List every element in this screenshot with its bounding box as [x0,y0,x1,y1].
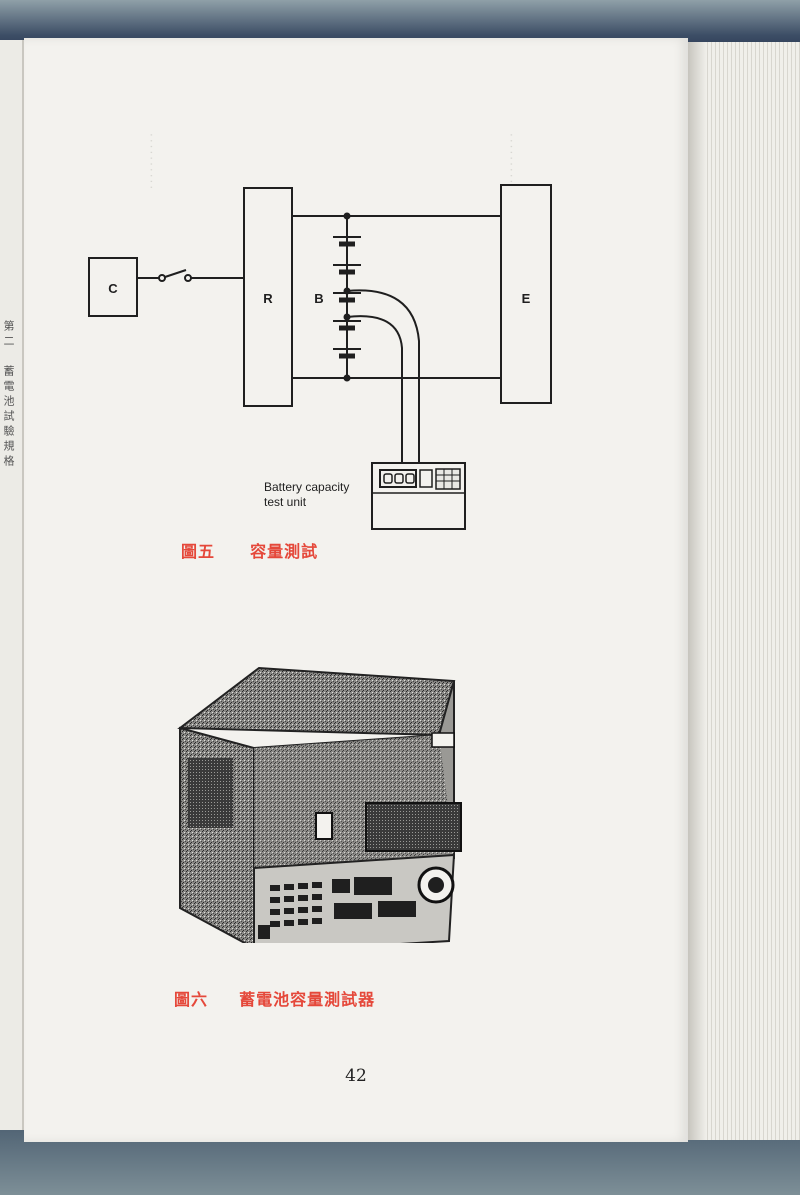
battery-capacity-tester [371,462,466,530]
switch-blade [164,269,187,278]
tester-label-line1: Battery capacity [264,480,349,494]
label-c: C [108,281,118,296]
component-c-box [88,257,138,317]
label-r: R [263,291,273,306]
spine-running-title: 第二 蓄電池試驗規格 [2,320,15,470]
battery-string [333,212,361,382]
left-page-edge: 第二 蓄電池試驗規格 [0,40,24,1130]
component-r-box [243,187,293,407]
test-leads [346,289,420,463]
component-e-box [500,184,552,404]
figure5-caption-number: 圖五 [181,542,216,561]
figure6-caption-title: 蓄電池容量測試器 [239,990,376,1009]
page-stack [688,42,800,1140]
tester-label-line2: test unit [264,495,307,509]
label-b: B [314,291,323,306]
bleed-through-text: ‧‧‧‧‧‧‧‧‧‧ [144,133,158,192]
capacity-test-diagram: C R B E Battery capacity test unit [88,184,552,530]
label-e: E [522,291,531,306]
page-number: 42 [345,1066,367,1086]
figure5-caption-title: 容量測試 [250,542,319,561]
figure5-caption: 圖五 容量測試 [181,538,318,562]
figure6-caption-number: 圖六 [174,990,209,1009]
figure6-caption: 圖六 蓄電池容量測試器 [174,986,375,1010]
capacity-tester-photo [177,666,462,943]
book-page: ‧‧‧‧‧‧‧‧‧‧ ‧‧‧‧‧‧‧‧‧‧‧‧ [24,38,688,1142]
